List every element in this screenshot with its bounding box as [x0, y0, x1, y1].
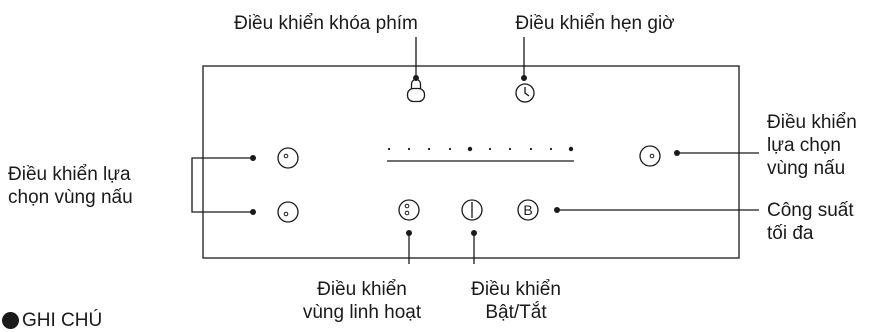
label-max-power-line-2: tối đa — [767, 223, 814, 244]
label-max-power: Công suất tối đa — [767, 199, 854, 245]
note-heading: GHI CHÚ — [2, 309, 102, 332]
power-on-off-button — [461, 199, 483, 221]
boost-button-letter: B — [523, 202, 532, 218]
label-zone-select-left: Điều khiển lựa chọn vùng nấu — [8, 163, 133, 209]
power-level-slider — [387, 146, 574, 162]
timer-clock-icon — [515, 83, 535, 103]
zone-select-button-bottom-left — [277, 201, 299, 223]
zone-select-button-right — [639, 145, 661, 167]
note-heading-text: GHI CHÚ — [22, 310, 103, 331]
label-zone-select-right-line-3: vùng nấu — [767, 158, 846, 179]
label-key-lock: Điều khiển khóa phím — [234, 13, 418, 34]
label-zone-select-right-line-1: Điều khiển — [767, 112, 857, 133]
label-zone-select-right-line-2: lựa chọn — [767, 135, 841, 156]
label-zone-select-left-line-1: Điều khiển lựa — [8, 164, 131, 185]
label-flex-zone-line-2: vùng linh hoạt — [302, 302, 422, 323]
label-zone-select-left-line-2: chọn vùng nấu — [8, 187, 133, 208]
key-lock-icon — [406, 78, 426, 103]
label-flex-zone: Điều khiển vùng linh hoạt — [303, 278, 421, 324]
zone-select-button-top-left — [277, 147, 299, 169]
label-flex-zone-line-1: Điều khiển — [317, 279, 407, 300]
boost-button: B — [517, 199, 539, 221]
label-max-power-line-1: Công suất — [767, 200, 854, 221]
label-zone-select-right: Điều khiển lựa chọn vùng nấu — [767, 111, 857, 180]
label-on-off: Điều khiển Bật/Tắt — [471, 278, 561, 324]
flex-zone-button — [398, 199, 420, 221]
label-on-off-line-1: Điều khiển — [471, 279, 561, 300]
note-bullet-icon — [2, 312, 19, 329]
label-on-off-line-2: Bật/Tắt — [485, 302, 547, 323]
control-panel-outline — [202, 65, 740, 259]
zone-select-left-bracket — [191, 157, 253, 213]
timer-leader-dot — [521, 75, 527, 81]
label-timer: Điều khiển hẹn giờ — [515, 13, 675, 34]
